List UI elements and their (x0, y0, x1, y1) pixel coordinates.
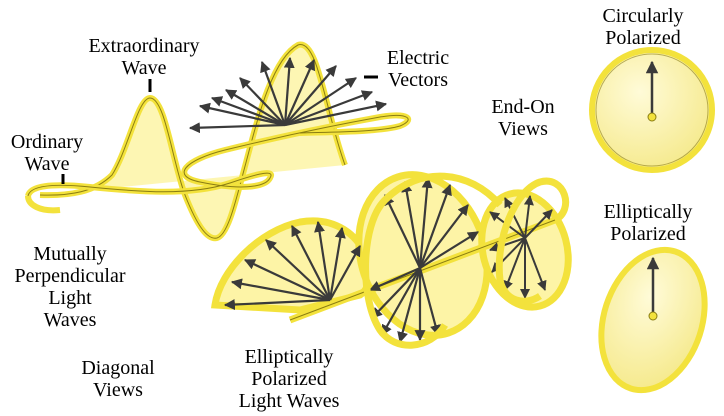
label-elliptically-polarized: Elliptically Polarized (603, 201, 693, 245)
helix-vectors-1 (223, 220, 361, 311)
label-elliptically-polarized-waves: Elliptically Polarized Light Waves (238, 346, 340, 412)
elliptical-helix (210, 171, 572, 349)
helix-vectors-2 (368, 176, 479, 344)
label-circularly-polarized: Circularly Polarized (602, 5, 684, 49)
electric-vectors-fan (188, 56, 388, 134)
label-mutually-perpendicular: Mutually Perpendicular Light Waves (14, 243, 126, 331)
end-on-elliptical (598, 246, 708, 394)
end-on-circular (589, 47, 715, 173)
label-electric-vectors: Electric Vectors (386, 47, 450, 91)
label-diagonal-views: Diagonal Views (81, 357, 155, 401)
label-extraordinary-wave: Extraordinary Wave (88, 35, 200, 79)
helix-ribbon (495, 177, 570, 305)
label-end-on-views: End-On Views (491, 96, 555, 140)
label-ordinary-wave: Ordinary Wave (10, 131, 84, 175)
mutually-perpendicular-waves (25, 41, 412, 242)
